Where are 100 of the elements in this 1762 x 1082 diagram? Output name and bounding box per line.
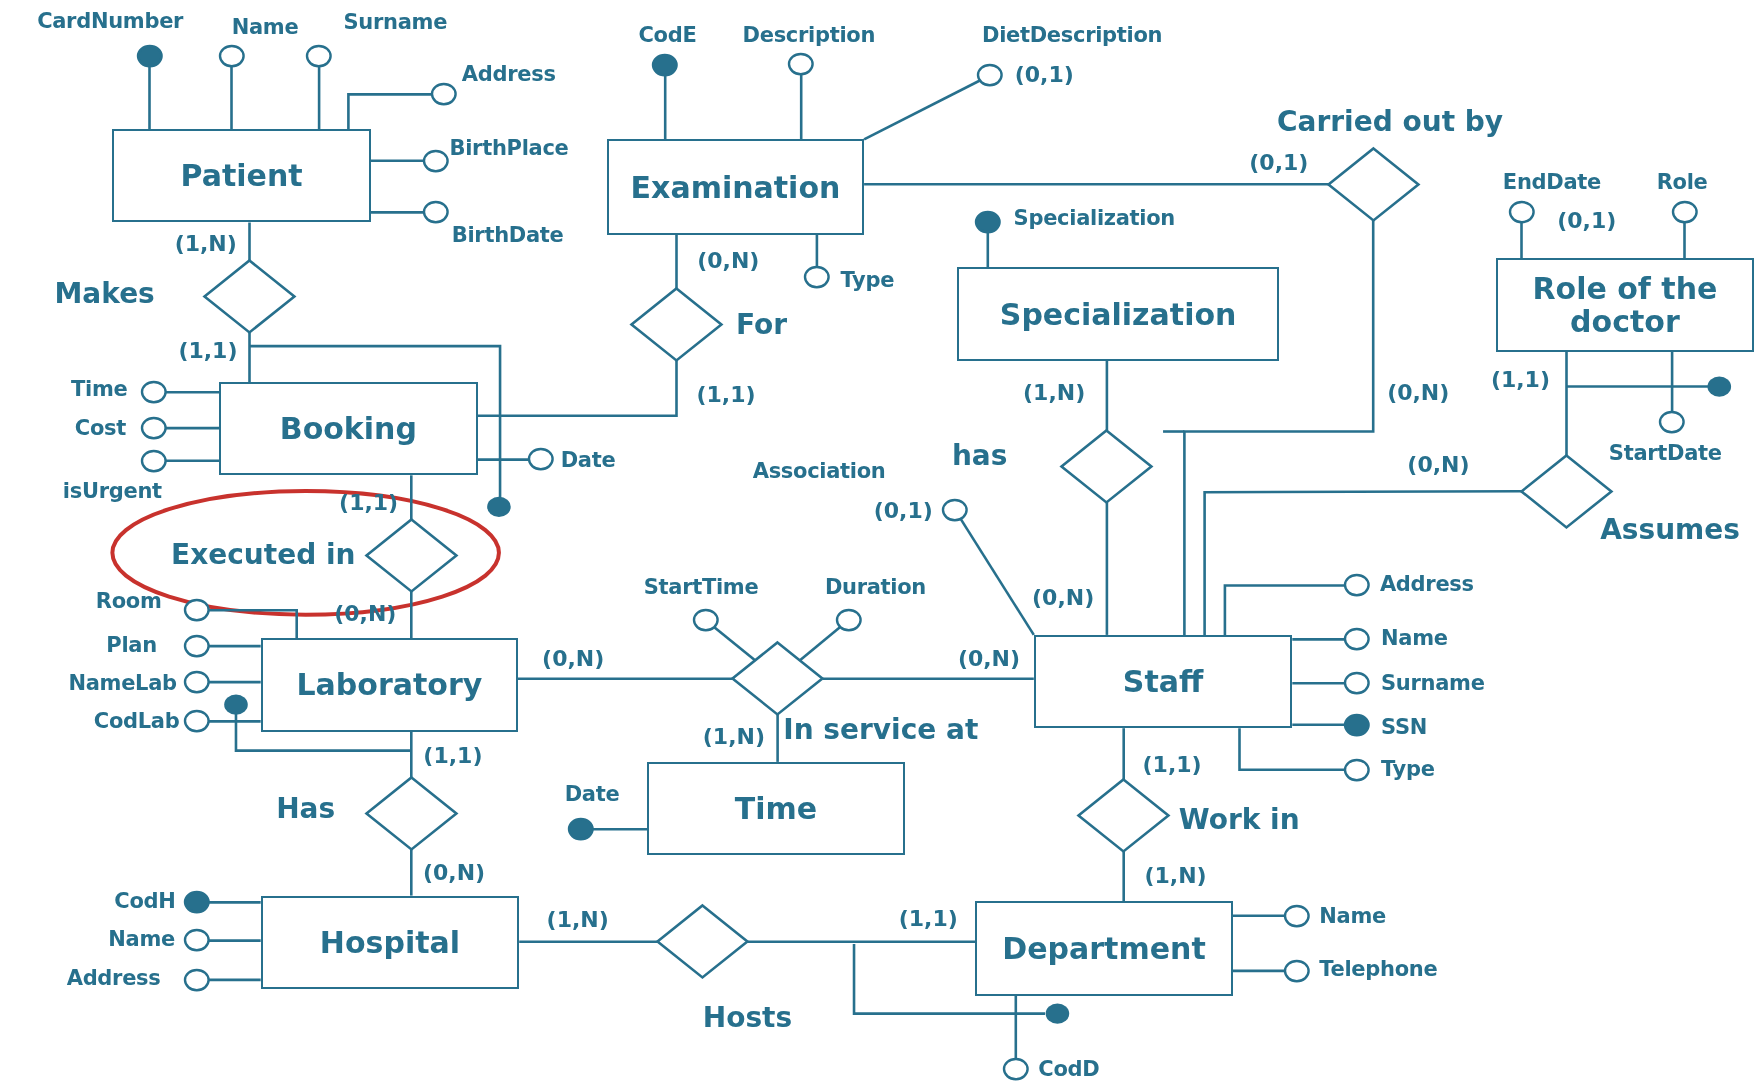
connector-line	[1565, 351, 1568, 456]
relationship-diamond	[655, 904, 749, 980]
entity-box: Patient	[112, 129, 371, 223]
attribute-name: Type	[840, 267, 895, 292]
entity-box: Examination	[606, 139, 865, 235]
attribute-name: Association	[752, 458, 886, 483]
cardinality-label: (1,N)	[546, 906, 609, 932]
connector-line	[799, 74, 803, 140]
connector-line	[1520, 222, 1523, 259]
attribute-name: CardNumber	[37, 9, 184, 34]
relationship-diamond	[364, 517, 458, 593]
cardinality-label: (0,1)	[1557, 207, 1617, 234]
cardinality-label: (0,N)	[697, 248, 760, 274]
attribute-name: Telephone	[1319, 956, 1438, 981]
relationship-diamond	[731, 641, 825, 717]
cardinality-label: (1,N)	[174, 231, 237, 257]
cardinality-label: (0,N)	[1387, 379, 1450, 405]
attribute-name: BirthDate	[451, 222, 564, 247]
attribute-name: Surname	[1381, 671, 1485, 696]
connector-line	[864, 183, 1329, 186]
relationship-name: Work in	[1178, 804, 1300, 837]
connector-line	[959, 518, 1036, 637]
connector-line	[519, 940, 658, 943]
attribute-name: Room	[95, 589, 162, 614]
cardinality-label: (0,N)	[1407, 451, 1470, 477]
entity-box: Specialization	[957, 267, 1279, 361]
entity-box: Time	[647, 761, 905, 856]
connector-line	[592, 828, 648, 831]
cardinality-label: (1,1)	[339, 489, 399, 516]
cardinality-label: (0,1)	[1249, 150, 1309, 176]
connector-line	[208, 720, 261, 723]
entity-box: Department	[975, 901, 1233, 996]
connector-line	[208, 939, 261, 942]
connector-line	[862, 79, 981, 141]
connector-line	[410, 591, 413, 639]
connector-line	[1105, 502, 1109, 635]
relationship-name: Makes	[54, 278, 155, 311]
cardinality-label: (0,N)	[423, 859, 486, 885]
cardinality-label: (1,1)	[423, 742, 483, 768]
connector-line	[208, 978, 261, 982]
connector-line	[518, 677, 733, 680]
relationship-diamond	[364, 776, 458, 851]
entity-box: Laboratory	[260, 638, 519, 732]
connector-line	[1238, 728, 1345, 772]
relationship-diamond	[203, 259, 296, 335]
connector-line	[410, 731, 413, 778]
cardinality-label: (1,1)	[1490, 367, 1550, 393]
connector-line	[1122, 851, 1125, 902]
attribute-name: CodLab	[93, 709, 180, 734]
relationship-name: Has	[276, 793, 336, 826]
connector-line	[675, 234, 678, 289]
connector-line	[1203, 489, 1522, 635]
connector-line	[477, 360, 678, 418]
relationship-name: In service at	[783, 714, 979, 747]
attribute-name: Role	[1656, 170, 1708, 195]
attribute-name: DietDescription	[982, 22, 1163, 47]
attribute-name: SSN	[1381, 715, 1428, 740]
attribute-name: Cost	[74, 416, 127, 441]
entity-box: Staff	[1033, 634, 1293, 729]
cardinality-label: (1,1)	[696, 381, 756, 408]
attribute-name: Plan	[106, 633, 157, 658]
connector-line	[713, 626, 757, 662]
attribute-name: Time	[70, 376, 128, 401]
connector-line	[798, 626, 841, 662]
connector-line	[208, 608, 298, 639]
cardinality-label: (0,N)	[1032, 585, 1095, 611]
attribute-name: Surname	[343, 10, 448, 35]
attribute-name: Name	[1319, 903, 1386, 928]
connector-line	[663, 75, 667, 140]
connector-line	[822, 677, 1034, 680]
attribute-name: Specialization	[1013, 206, 1175, 231]
attribute-name: StartDate	[1608, 440, 1722, 465]
connector-line	[165, 390, 220, 394]
attribute-name: BirthPlace	[449, 136, 569, 161]
attribute-name: Type	[1381, 756, 1435, 781]
connector-line	[208, 644, 261, 648]
connector-line	[1014, 995, 1018, 1059]
entity-box: Booking	[219, 382, 478, 476]
relationship-name: Executed in	[171, 539, 356, 572]
entity-box: Role of the doctor	[1495, 258, 1755, 352]
connector-line	[208, 680, 261, 684]
cardinality-label: (1,1)	[1142, 751, 1202, 777]
connector-line	[148, 66, 151, 130]
connector-line	[347, 93, 433, 130]
attribute-name: Date	[564, 782, 620, 807]
cardinality-label: (0,1)	[873, 497, 933, 523]
connector-line	[1292, 723, 1345, 727]
connector-line	[1670, 351, 1674, 413]
attribute-name: StartTime	[643, 574, 759, 599]
attribute-name: CodH	[114, 889, 176, 914]
cardinality-label: (1,1)	[898, 905, 958, 931]
relationship-name: has	[951, 440, 1008, 473]
cardinality-label: (1,N)	[1023, 379, 1086, 405]
attribute-name: Address	[66, 965, 161, 990]
relationship-name: For	[736, 308, 788, 341]
connector-line	[165, 426, 220, 430]
connector-line	[815, 234, 819, 268]
attribute-name: Name	[108, 927, 175, 952]
relationship-diamond	[1077, 778, 1171, 854]
connector-line	[317, 66, 321, 130]
